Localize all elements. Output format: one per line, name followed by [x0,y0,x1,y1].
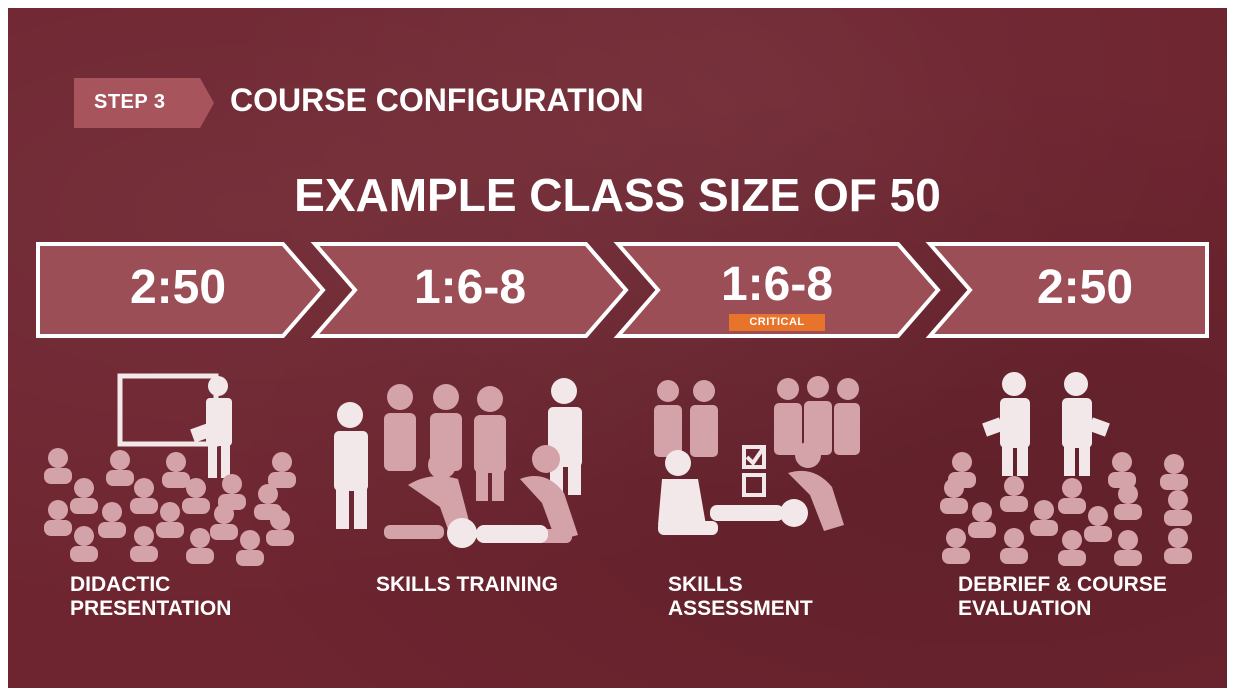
step-label: STEP 3 [94,91,166,113]
stage-3-label-line1: SKILLS [668,573,743,596]
critical-badge: CRITICAL [729,314,825,331]
debrief-audience-icon [940,372,1192,566]
stage-3-label-line2: ASSESSMENT [668,597,813,620]
class-size-heading: EXAMPLE CLASS SIZE OF 50 [294,169,941,221]
stage-4-ratio: 2:50 [1036,261,1134,314]
chevron-stage-2 [310,242,629,338]
stage-3-label: SKILLS ASSESSMENT [668,573,813,621]
stage-1-label: DIDACTIC PRESENTATION [70,573,231,621]
skills-checklist-icon [654,376,860,535]
slide: STEP 3 COURSE CONFIGURATION EXAMPLE CLAS… [8,8,1227,688]
chevron-stage-3 [613,242,941,338]
stage-4-label-line2: EVALUATION [958,597,1092,620]
stage-2-label: SKILLS TRAINING [376,573,558,597]
chevron-stage-4 [925,242,1209,338]
stage-1-label-line1: DIDACTIC [70,573,171,596]
chevron-stage-1 [36,242,326,338]
stage-2-ratio: 1:6-8 [413,261,527,314]
cpr-training-icon [334,378,582,548]
stage-1-label-line2: PRESENTATION [70,597,232,620]
step-badge-arrow [74,78,214,128]
stage-4-label-line1: DEBRIEF & COURSE [958,573,1167,596]
stage-2-label-line1: SKILLS TRAINING [376,573,558,596]
process-chevrons [36,242,1209,338]
stage-1-ratio: 2:50 [129,261,227,314]
page-title: COURSE CONFIGURATION [230,82,644,118]
classroom-lecture-icon [44,373,296,566]
stage-3-ratio: 1:6-8 [720,258,834,311]
stage-4-label: DEBRIEF & COURSE EVALUATION [958,573,1167,621]
